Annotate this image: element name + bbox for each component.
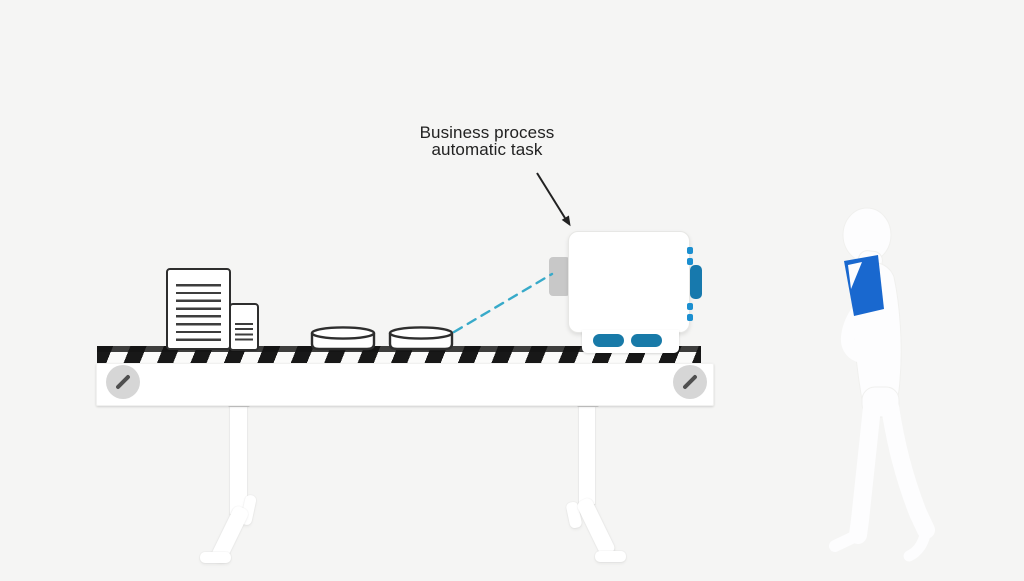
roller-slot-icon bbox=[115, 374, 131, 390]
table-leg-right-lower bbox=[575, 496, 617, 558]
annotation-arrow-icon bbox=[536, 172, 571, 227]
machine-side-dash bbox=[687, 314, 693, 321]
machine-indicator-pill bbox=[631, 334, 662, 347]
roller-slot-icon bbox=[682, 374, 698, 390]
dashed-scan-link bbox=[452, 272, 554, 334]
document-large-text-lines bbox=[176, 284, 221, 341]
conveyor-roller-left bbox=[106, 365, 140, 399]
cylinder-part-icon bbox=[388, 326, 454, 351]
machine-side-dash bbox=[687, 247, 693, 254]
walking-person-silhouette-icon bbox=[829, 207, 935, 562]
machine-side-handle bbox=[690, 265, 702, 299]
table-leg-left bbox=[230, 404, 247, 514]
held-blue-object-icon bbox=[844, 255, 884, 316]
document-large-icon bbox=[166, 268, 231, 350]
machine-side-dash bbox=[687, 303, 693, 310]
automation-machine-icon bbox=[568, 231, 690, 333]
document-small-icon bbox=[229, 303, 259, 351]
annotation-label: Business process automatic task bbox=[392, 124, 582, 158]
machine-sensor-tab bbox=[549, 257, 570, 296]
machine-indicator-pill bbox=[593, 334, 624, 347]
conveyor-roller-right bbox=[673, 365, 707, 399]
document-small-text-lines bbox=[235, 323, 253, 344]
annotation-line-2: automatic task bbox=[431, 140, 543, 159]
annotation-line-1: Business process bbox=[419, 123, 555, 142]
table-leg-left-foot bbox=[200, 552, 231, 563]
machine-side-dash bbox=[687, 258, 693, 265]
table-leg-right bbox=[579, 404, 595, 504]
conveyor-body bbox=[96, 363, 714, 406]
table-leg-right-foot bbox=[595, 551, 626, 562]
cylinder-part-icon bbox=[310, 326, 376, 351]
